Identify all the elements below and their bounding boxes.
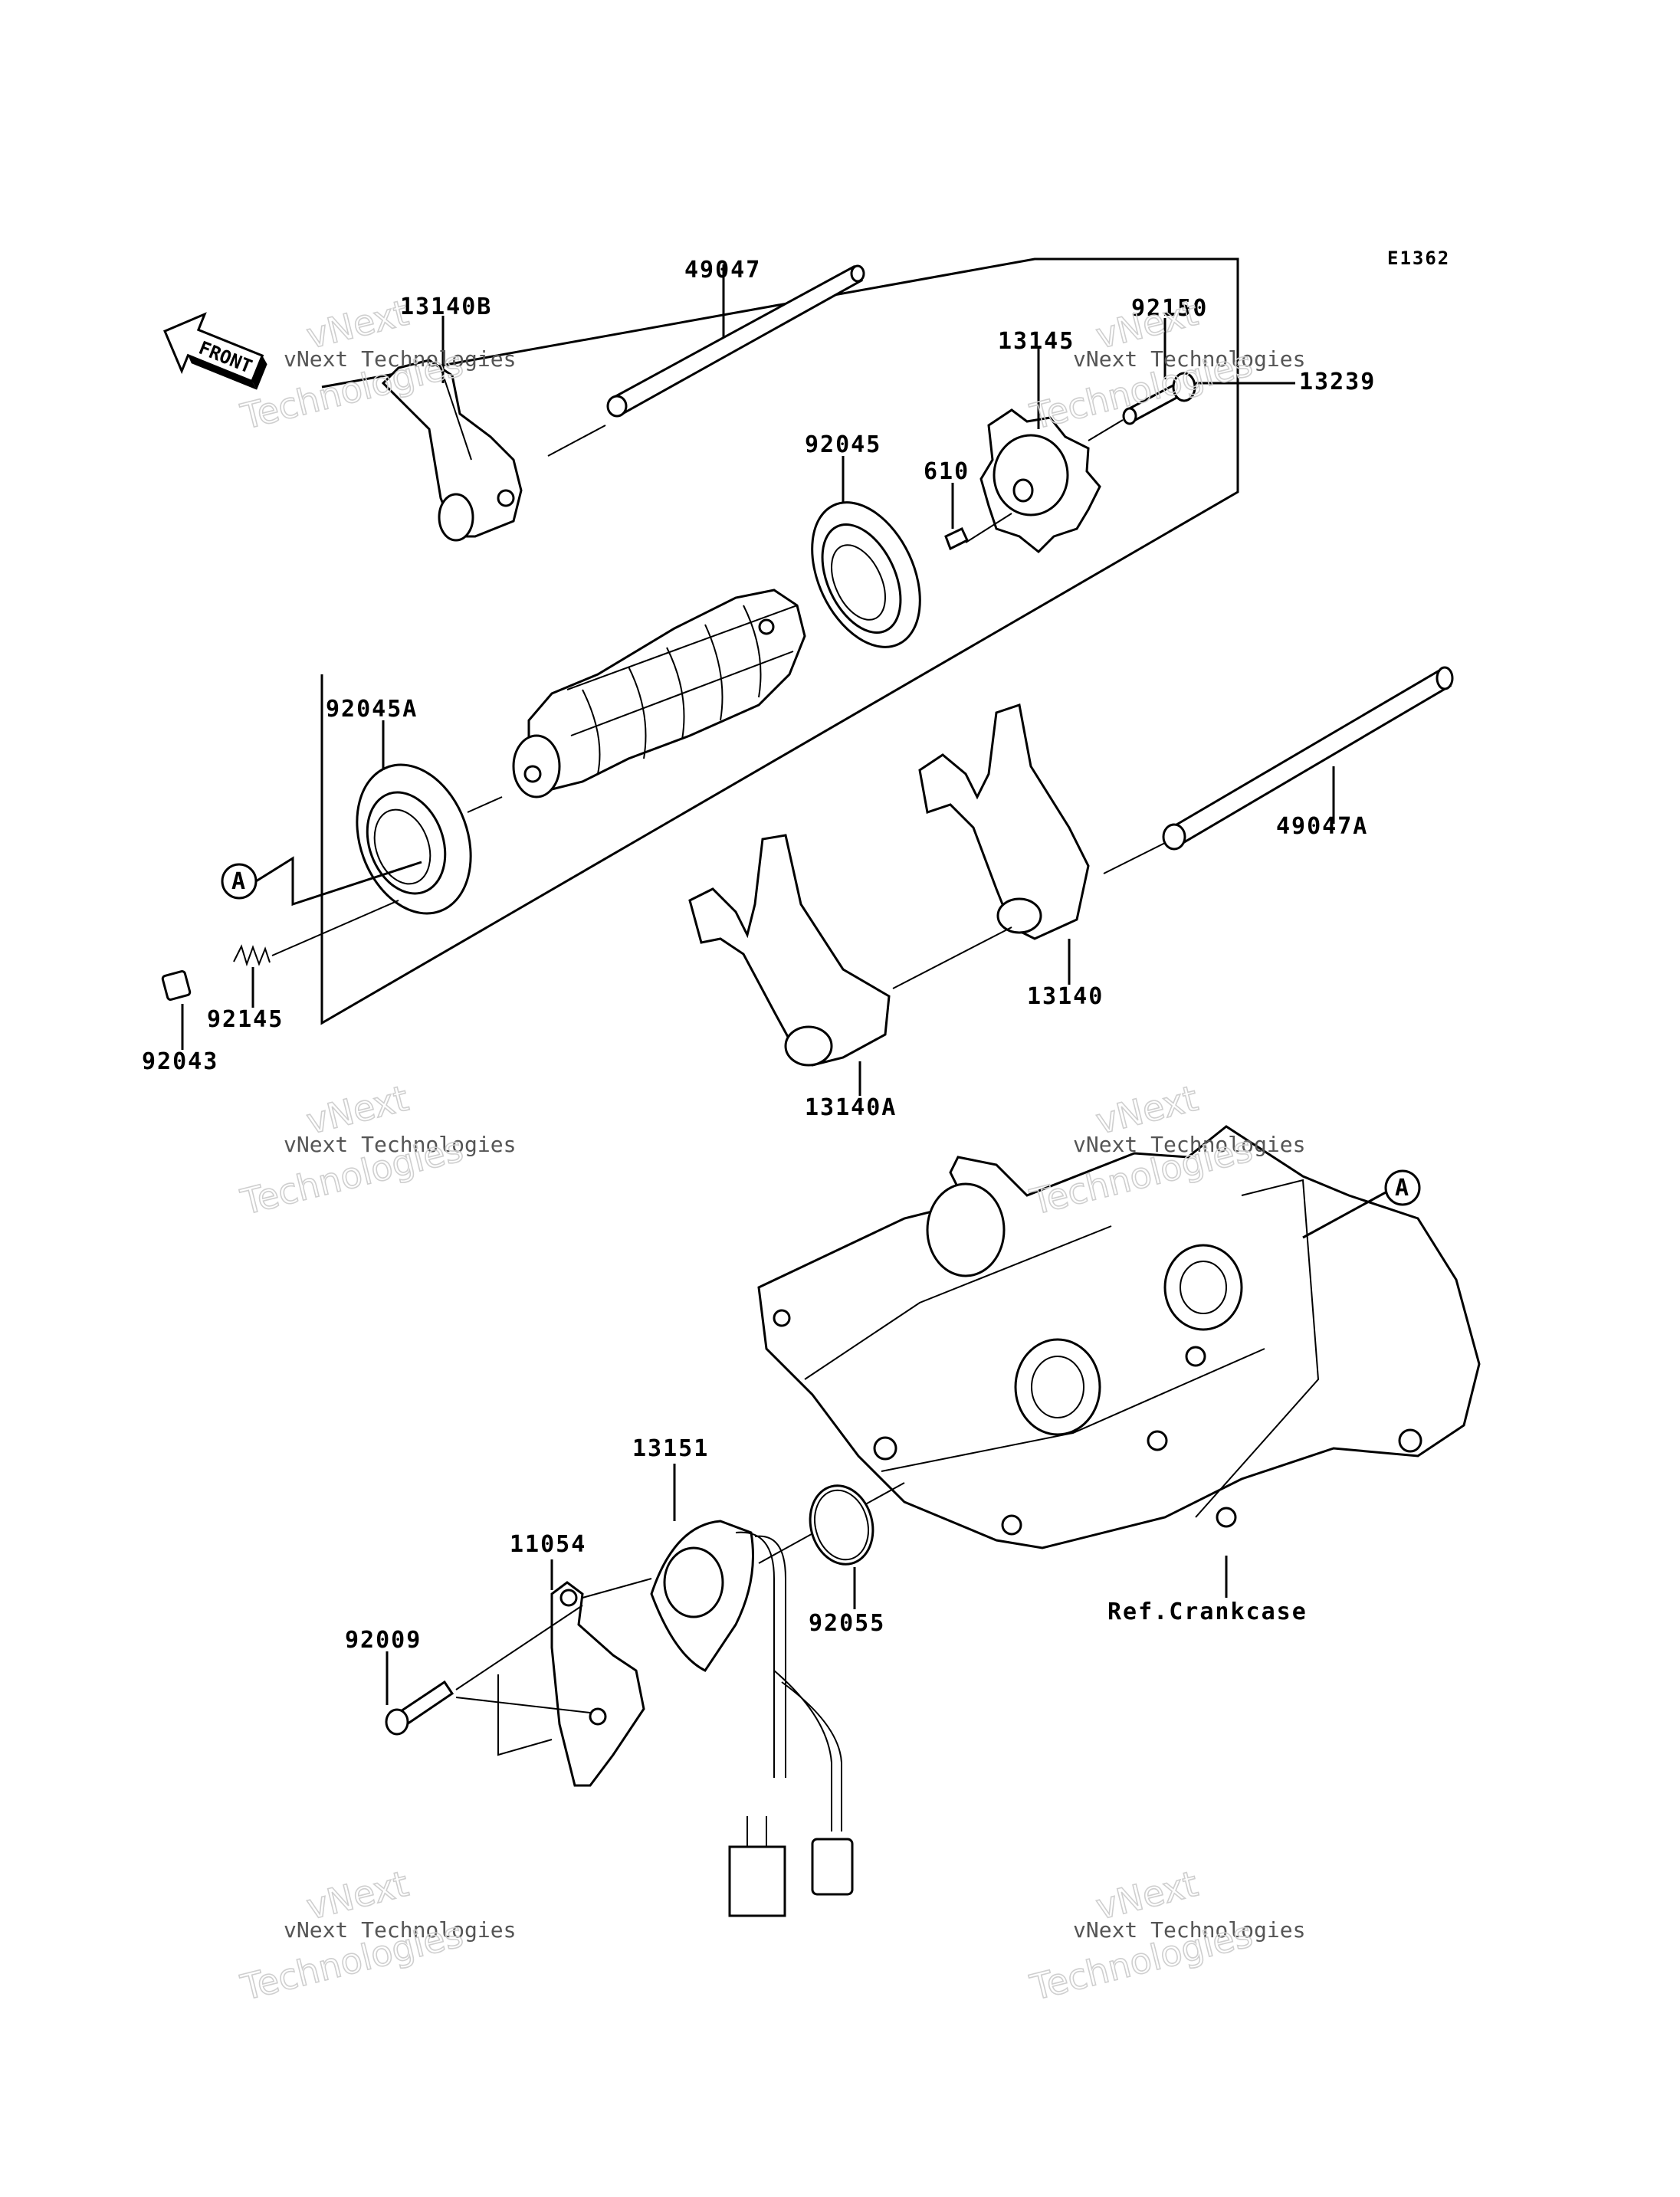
svg-text:vNext Technologies: vNext Technologies <box>1073 1132 1305 1157</box>
plate-11054 <box>550 1581 645 1787</box>
svg-text:A: A <box>1395 1175 1410 1202</box>
fork-13140 <box>918 703 1090 940</box>
callout-13140B: 13140B <box>400 293 492 320</box>
o-ring-92055 <box>809 1484 874 1566</box>
callout-ref-crankcase: Ref.Crankcase <box>1107 1599 1308 1625</box>
reference-marker-a-upper: A <box>221 863 258 900</box>
front-arrow-icon: FRONT <box>163 312 267 390</box>
leader-reference-a-lower <box>1302 1191 1386 1239</box>
callout-11054: 11054 <box>510 1531 586 1558</box>
callout-13140: 13140 <box>1027 983 1104 1010</box>
bearing-92045A <box>356 763 472 915</box>
fork-13140A <box>688 834 891 1067</box>
svg-text:vNext Technologies: vNext Technologies <box>284 346 516 372</box>
callout-49047A: 49047A <box>1276 813 1368 840</box>
callout-13140A: 13140A <box>805 1094 897 1121</box>
crankcase <box>757 1125 1481 1549</box>
shift-drum <box>512 589 806 798</box>
leader-reference-a <box>255 856 422 907</box>
fork-13140B <box>381 359 523 542</box>
callout-92045: 92045 <box>805 431 881 458</box>
bearing-92045 <box>811 501 921 648</box>
bolt-13239 <box>1122 372 1196 425</box>
callout-92043: 92043 <box>142 1048 218 1075</box>
pin-92043 <box>161 970 192 1001</box>
spring-92145 <box>233 944 271 967</box>
svg-text:vNext Technologies: vNext Technologies <box>284 1132 516 1157</box>
svg-text:A: A <box>231 868 247 895</box>
callout-92150: 92150 <box>1131 295 1208 322</box>
shaft-49047 <box>606 264 865 418</box>
watermark: vNext Technologies vNext Technologies vN… <box>236 291 1306 2009</box>
reference-marker-a-lower: A <box>1384 1169 1421 1206</box>
callout-92045A: 92045A <box>326 696 418 723</box>
shift-drum-cam-13145 <box>979 408 1101 554</box>
pin-610 <box>944 526 969 551</box>
callout-13151: 13151 <box>632 1435 709 1462</box>
callout-92009: 92009 <box>345 1627 422 1654</box>
callout-610: 610 <box>924 458 970 485</box>
diagram-code: E1362 <box>1387 248 1450 269</box>
shaft-49047A <box>1162 666 1454 851</box>
callout-13145: 13145 <box>998 328 1075 355</box>
svg-text:vNext Technologies: vNext Technologies <box>1073 346 1305 372</box>
bolt-92009 <box>385 1680 454 1736</box>
callout-92055: 92055 <box>809 1610 885 1637</box>
svg-text:vNext Technologies: vNext Technologies <box>1073 1917 1305 1943</box>
assembly-frame <box>320 257 1239 1025</box>
svg-text:vNext Technologies: vNext Technologies <box>284 1917 516 1943</box>
callout-49047: 49047 <box>684 257 761 284</box>
callout-13239: 13239 <box>1299 369 1376 395</box>
gear-position-switch-13151 <box>650 1520 854 1917</box>
callout-92145: 92145 <box>207 1006 284 1033</box>
